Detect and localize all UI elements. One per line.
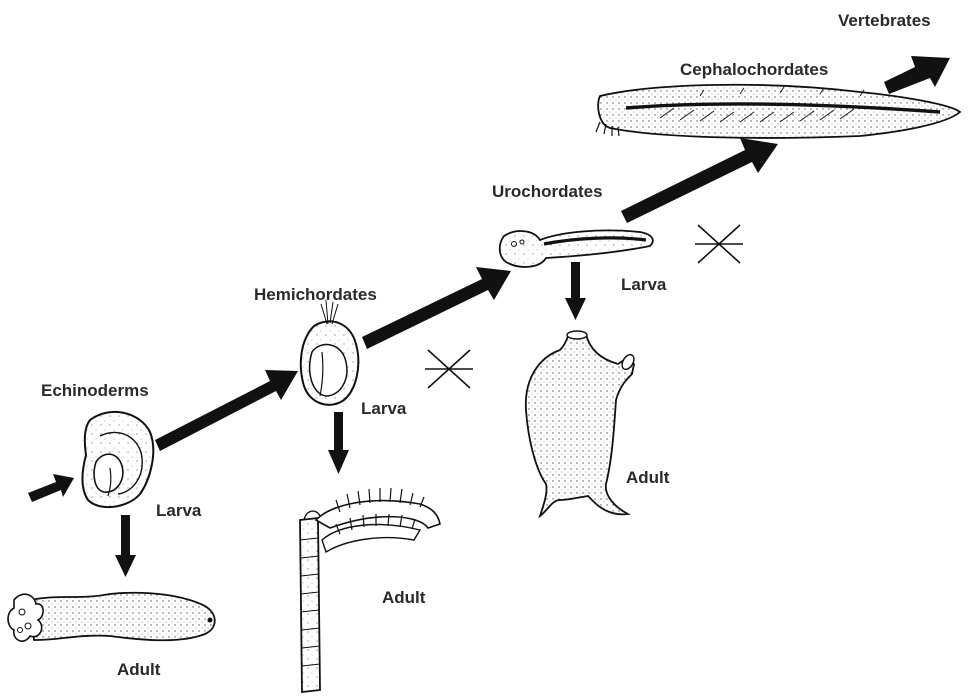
label-hemichordates: Hemichordates bbox=[254, 286, 377, 303]
down-arrow-hemichordate bbox=[328, 412, 349, 474]
down-arrow-echinoderm bbox=[115, 515, 136, 577]
arrow-urochordate-to-cephalochordate bbox=[621, 138, 778, 223]
hemichordate-larva-illustration bbox=[301, 300, 359, 405]
echinoderm-adult-illustration bbox=[8, 593, 215, 641]
asterisk-marker-1 bbox=[425, 350, 473, 388]
arrow-hemichordate-to-urochordate bbox=[362, 267, 511, 349]
arrow-cephalochordate-to-vertebrates bbox=[884, 56, 950, 94]
label-vertebrates: Vertebrates bbox=[838, 12, 931, 29]
cephalochordate-illustration bbox=[596, 85, 960, 138]
down-arrow-urochordate bbox=[565, 262, 586, 320]
entry-arrow bbox=[28, 474, 74, 502]
label-echinoderm-adult: Adult bbox=[117, 661, 160, 678]
label-hemichordate-larva: Larva bbox=[361, 400, 406, 417]
label-cephalochordates: Cephalochordates bbox=[680, 61, 828, 78]
arrow-echinoderm-to-hemichordate bbox=[155, 370, 298, 451]
label-echinoderms: Echinoderms bbox=[41, 382, 149, 399]
label-echinoderm-larva: Larva bbox=[156, 502, 201, 519]
label-urochordate-adult: Adult bbox=[626, 469, 669, 486]
label-urochordates: Urochordates bbox=[492, 183, 603, 200]
urochordate-larva-illustration bbox=[500, 230, 653, 267]
label-urochordate-larva: Larva bbox=[621, 276, 666, 293]
label-hemichordate-adult: Adult bbox=[382, 589, 425, 606]
urochordate-adult-illustration bbox=[526, 331, 637, 516]
asterisk-marker-2 bbox=[695, 225, 743, 263]
echinoderm-larva-illustration bbox=[83, 412, 154, 507]
